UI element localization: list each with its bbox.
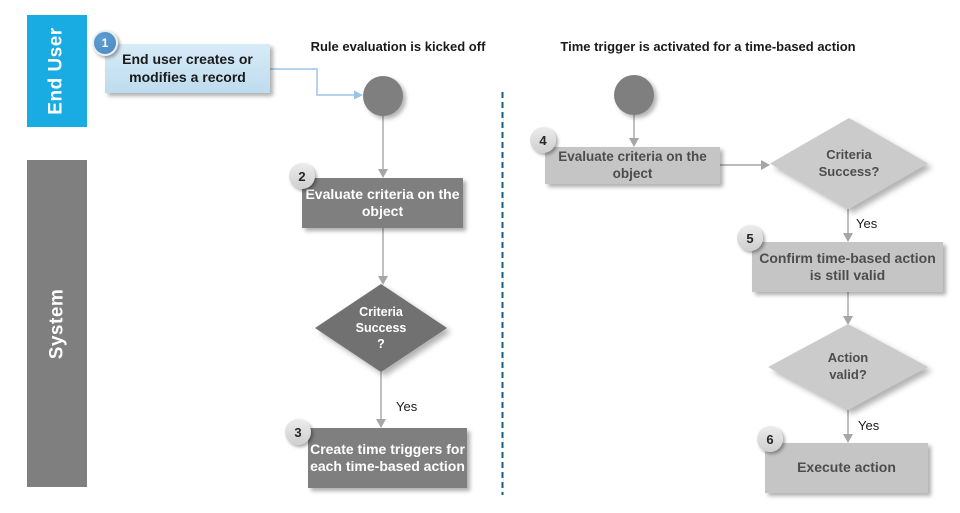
yes-label-left: Yes — [396, 399, 418, 414]
step5-badge: 5 — [737, 225, 763, 251]
left-start-circle — [363, 76, 403, 116]
arrow-valid-to-step6 — [843, 410, 853, 443]
left-flow-title: Rule evaluation is kicked off — [310, 39, 486, 54]
arrow-decision-to-step3 — [376, 372, 386, 428]
step4-badge: 4 — [530, 127, 556, 153]
step3-create-time-triggers-box: Create time triggers for each time-based… — [308, 428, 467, 488]
arrow-step5-to-valid-decision — [843, 292, 853, 325]
decision-action-valid-label: Action valid? — [768, 324, 928, 410]
arrow-step4-to-criteria-decision — [720, 160, 770, 170]
arrow-criteria-to-step5 — [843, 209, 853, 242]
yes-label-right-1: Yes — [856, 216, 878, 231]
right-flow-title: Time trigger is activated for a time-bas… — [560, 39, 856, 54]
step6-badge: 6 — [757, 426, 783, 452]
right-start-circle — [614, 75, 654, 115]
step6-execute-action-box: Execute action — [765, 443, 928, 493]
decision-criteria-success-left-label: Criteria Success ? — [315, 284, 447, 372]
lane-end-user-label: End User — [46, 27, 68, 115]
decision-criteria-success-right: Criteria Success? — [770, 118, 928, 209]
yes-label-right-2: Yes — [858, 418, 880, 433]
arrow-step2-to-decision — [378, 228, 388, 285]
step2-badge: 2 — [289, 163, 315, 189]
lane-end-user: End User — [27, 15, 87, 127]
arrow-start-to-step4 — [629, 115, 639, 147]
decision-criteria-success-left: Criteria Success ? — [315, 284, 447, 372]
step1-badge: 1 — [92, 30, 118, 56]
arrow-start-to-step2 — [378, 116, 388, 178]
step5-confirm-action-valid-box: Confirm time-based action is still valid — [752, 242, 943, 292]
step4-evaluate-criteria-box: Evaluate criteria on the object — [545, 147, 720, 184]
decision-action-valid: Action valid? — [768, 324, 928, 410]
decision-criteria-success-right-label: Criteria Success? — [770, 118, 928, 209]
step2-evaluate-criteria-box: Evaluate criteria on the object — [302, 178, 463, 228]
step3-badge: 3 — [285, 419, 311, 445]
lane-system-label: System — [46, 288, 68, 359]
step1-end-user-creates-box: End user creates or modifies a record — [105, 44, 270, 93]
arrow-step1-to-start — [270, 68, 363, 100]
lane-system: System — [27, 160, 87, 487]
